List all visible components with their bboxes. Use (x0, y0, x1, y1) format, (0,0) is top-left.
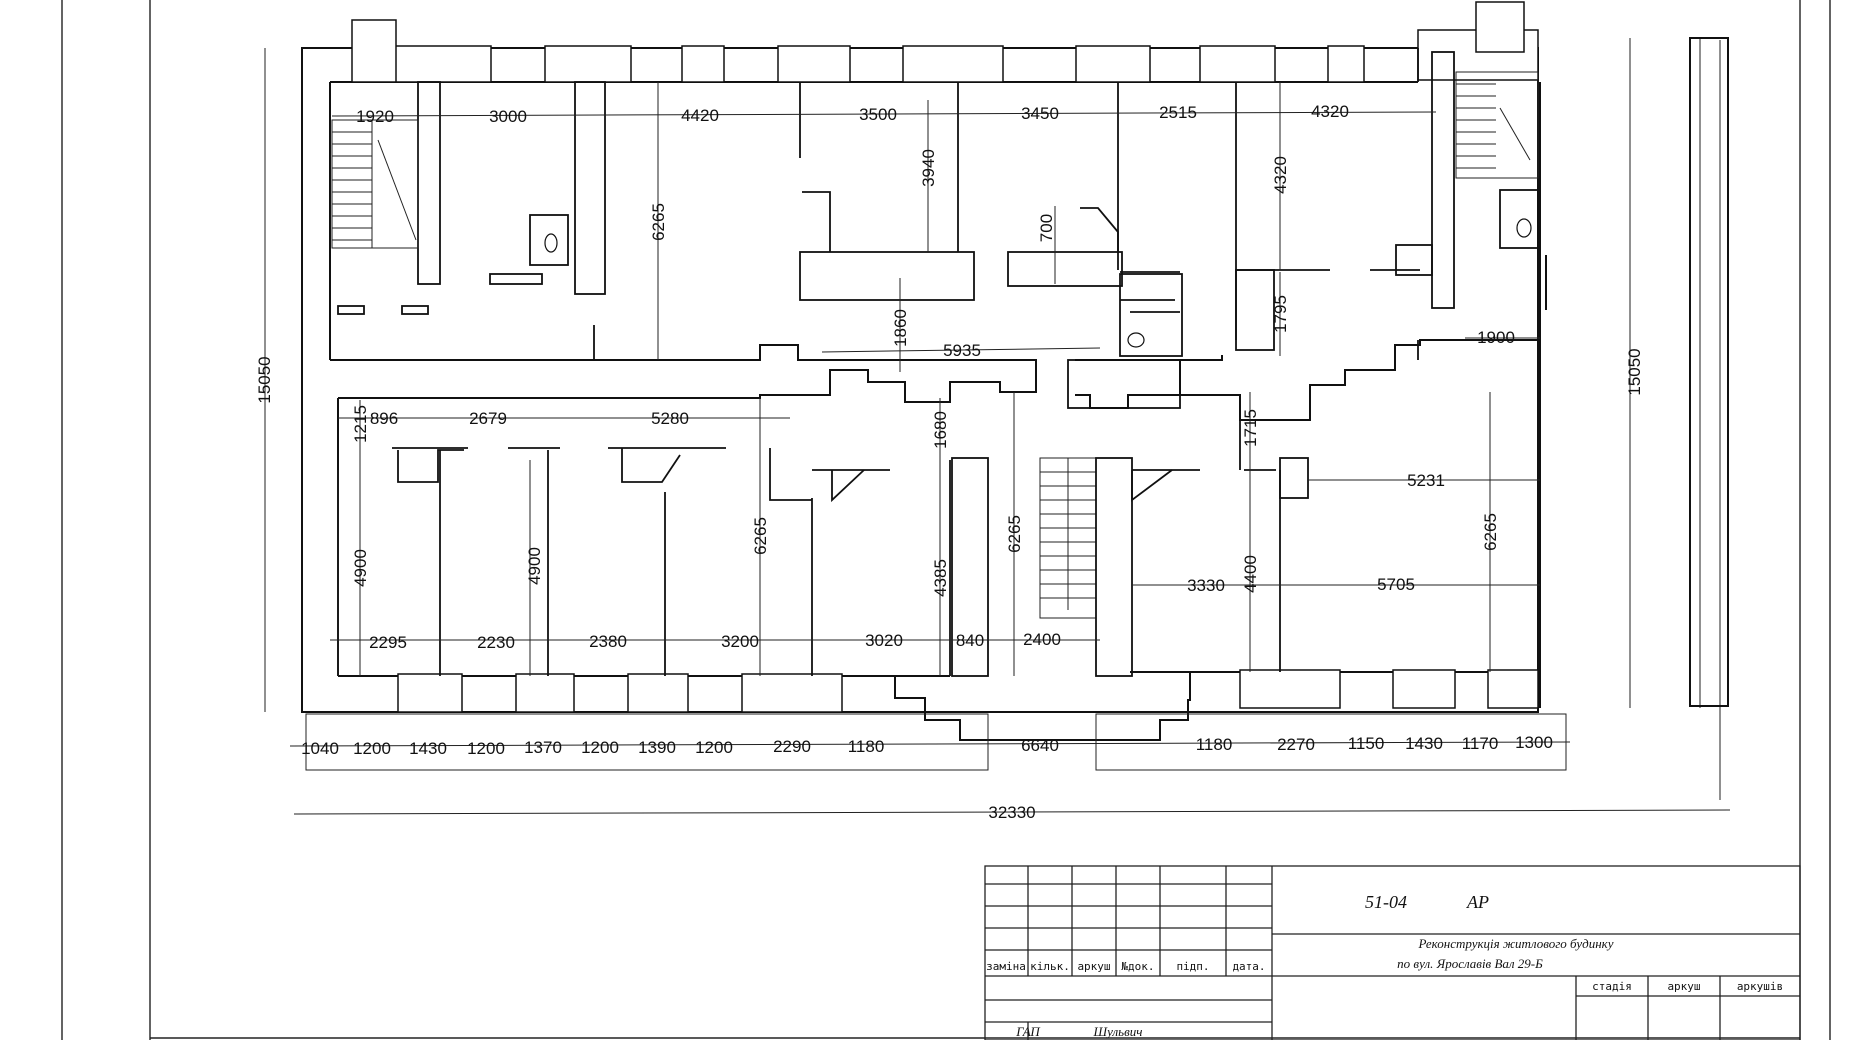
south-right-h-2: 5705 (1377, 575, 1415, 594)
south-right-h-1: 3330 (1187, 576, 1225, 595)
north-vert-0: 6265 (649, 203, 668, 241)
facade-12: 2270 (1277, 735, 1315, 754)
facade-13: 1150 (1348, 734, 1385, 753)
facade-8: 2290 (773, 737, 811, 756)
south-lower-4: 3020 (865, 631, 903, 650)
building-outline (301, 47, 1541, 713)
title-block: заміна кільк. аркуш №док. підп. дата. 51… (984, 865, 1801, 1040)
south-vert-4: 1680 (931, 411, 950, 449)
south-lower-2: 2380 (589, 632, 627, 651)
south-vert-7: 4400 (1241, 555, 1260, 593)
revision-header-3: №док. (1121, 960, 1154, 973)
stair-right (1455, 71, 1539, 179)
stair-center (1039, 457, 1097, 619)
top-windows (351, 1, 1539, 83)
north-dim-4: 3450 (1021, 104, 1059, 123)
right-column (1545, 37, 1729, 707)
north-dim-0: 1920 (356, 107, 394, 126)
project-line-2: по вул. Ярославів Вал 29-Б (1397, 956, 1543, 971)
corridor-dim-1: 5935 (943, 341, 981, 360)
south-vert-8: 6265 (1481, 513, 1500, 551)
south-vert-6: 1715 (1241, 409, 1260, 447)
facade-0: 1040 (301, 739, 339, 758)
north-dim-1: 3000 (489, 107, 527, 126)
bottom-windows (397, 669, 1539, 713)
dimension-labels: 32330 15050 15050 1920 3000 4420 3500 34… (255, 102, 1644, 822)
south-lower-0: 2295 (369, 633, 407, 652)
entrance-porch (894, 672, 1191, 741)
south-lower-3: 3200 (721, 632, 759, 651)
facade-11: 1180 (1196, 735, 1233, 754)
facade-7: 1200 (695, 738, 733, 757)
sheet-frame (61, 0, 1831, 1040)
south-lower-6: 2400 (1023, 630, 1061, 649)
stage-header-1: аркуш (1667, 980, 1700, 993)
overall-height-left-label: 15050 (255, 356, 274, 403)
facade-2: 1430 (409, 739, 447, 758)
north-vert-2: 700 (1037, 214, 1056, 242)
facade-6: 1390 (638, 738, 676, 757)
facade-4: 1370 (524, 738, 562, 757)
revision-header-1: кільк. (1030, 960, 1070, 973)
stage-header-0: стадія (1592, 980, 1632, 993)
facade-3: 1200 (467, 739, 505, 758)
role-label: ГАП (1015, 1024, 1041, 1039)
revision-header-0: заміна (986, 960, 1026, 973)
facade-14: 1430 (1405, 734, 1443, 753)
south-upper-1: 2679 (469, 409, 507, 428)
stair-left (331, 119, 419, 249)
facade-5: 1200 (581, 738, 619, 757)
south-upper-0: 896 (370, 409, 398, 428)
corridor-dim-0: 1860 (891, 309, 910, 347)
revision-header-4: підп. (1176, 960, 1209, 973)
facade-16: 1300 (1515, 733, 1553, 752)
north-dim-6: 4320 (1311, 102, 1349, 121)
south-vert-5: 6265 (1005, 515, 1024, 553)
south-lower-5: 840 (956, 631, 984, 650)
south-upper-2: 5280 (651, 409, 689, 428)
south-vert-1: 4900 (525, 547, 544, 585)
south-small-left: 1215 (351, 405, 370, 443)
north-dim-5: 2515 (1159, 103, 1197, 122)
north-vert-1: 3940 (919, 149, 938, 187)
north-vert-3: 4320 (1271, 156, 1290, 194)
south-vert-3: 4385 (931, 559, 950, 597)
facade-15: 1170 (1462, 734, 1499, 753)
south-vert-0: 4900 (351, 549, 370, 587)
drawing-section: АР (1466, 892, 1489, 912)
north-partitions (337, 48, 1539, 409)
signer-name: Шульвич (1093, 1024, 1143, 1039)
overall-height-right-label: 15050 (1625, 348, 1644, 395)
project-line-1: Реконструкція житлового будинку (1417, 936, 1613, 951)
facade-10: 6640 (1021, 736, 1059, 755)
toilet-icons (544, 218, 1532, 348)
revision-header-2: аркуш (1077, 960, 1110, 973)
north-dim-2: 4420 (681, 106, 719, 125)
stage-header-2: аркушів (1737, 980, 1783, 993)
south-vert-2: 6265 (751, 517, 770, 555)
south-right-h-0: 5231 (1407, 471, 1445, 490)
corridor-dim-2: 1795 (1271, 295, 1290, 333)
corridor-dim-3: 1900 (1477, 328, 1515, 347)
dimension-lines (264, 38, 1731, 815)
north-dim-3: 3500 (859, 105, 897, 124)
drawing-code: 51-04 (1365, 892, 1407, 912)
south-lower-1: 2230 (477, 633, 515, 652)
facade-9: 1180 (848, 737, 885, 756)
revision-header-5: дата. (1232, 960, 1265, 973)
overall-width-label: 32330 (988, 803, 1035, 822)
facade-1: 1200 (353, 739, 391, 758)
